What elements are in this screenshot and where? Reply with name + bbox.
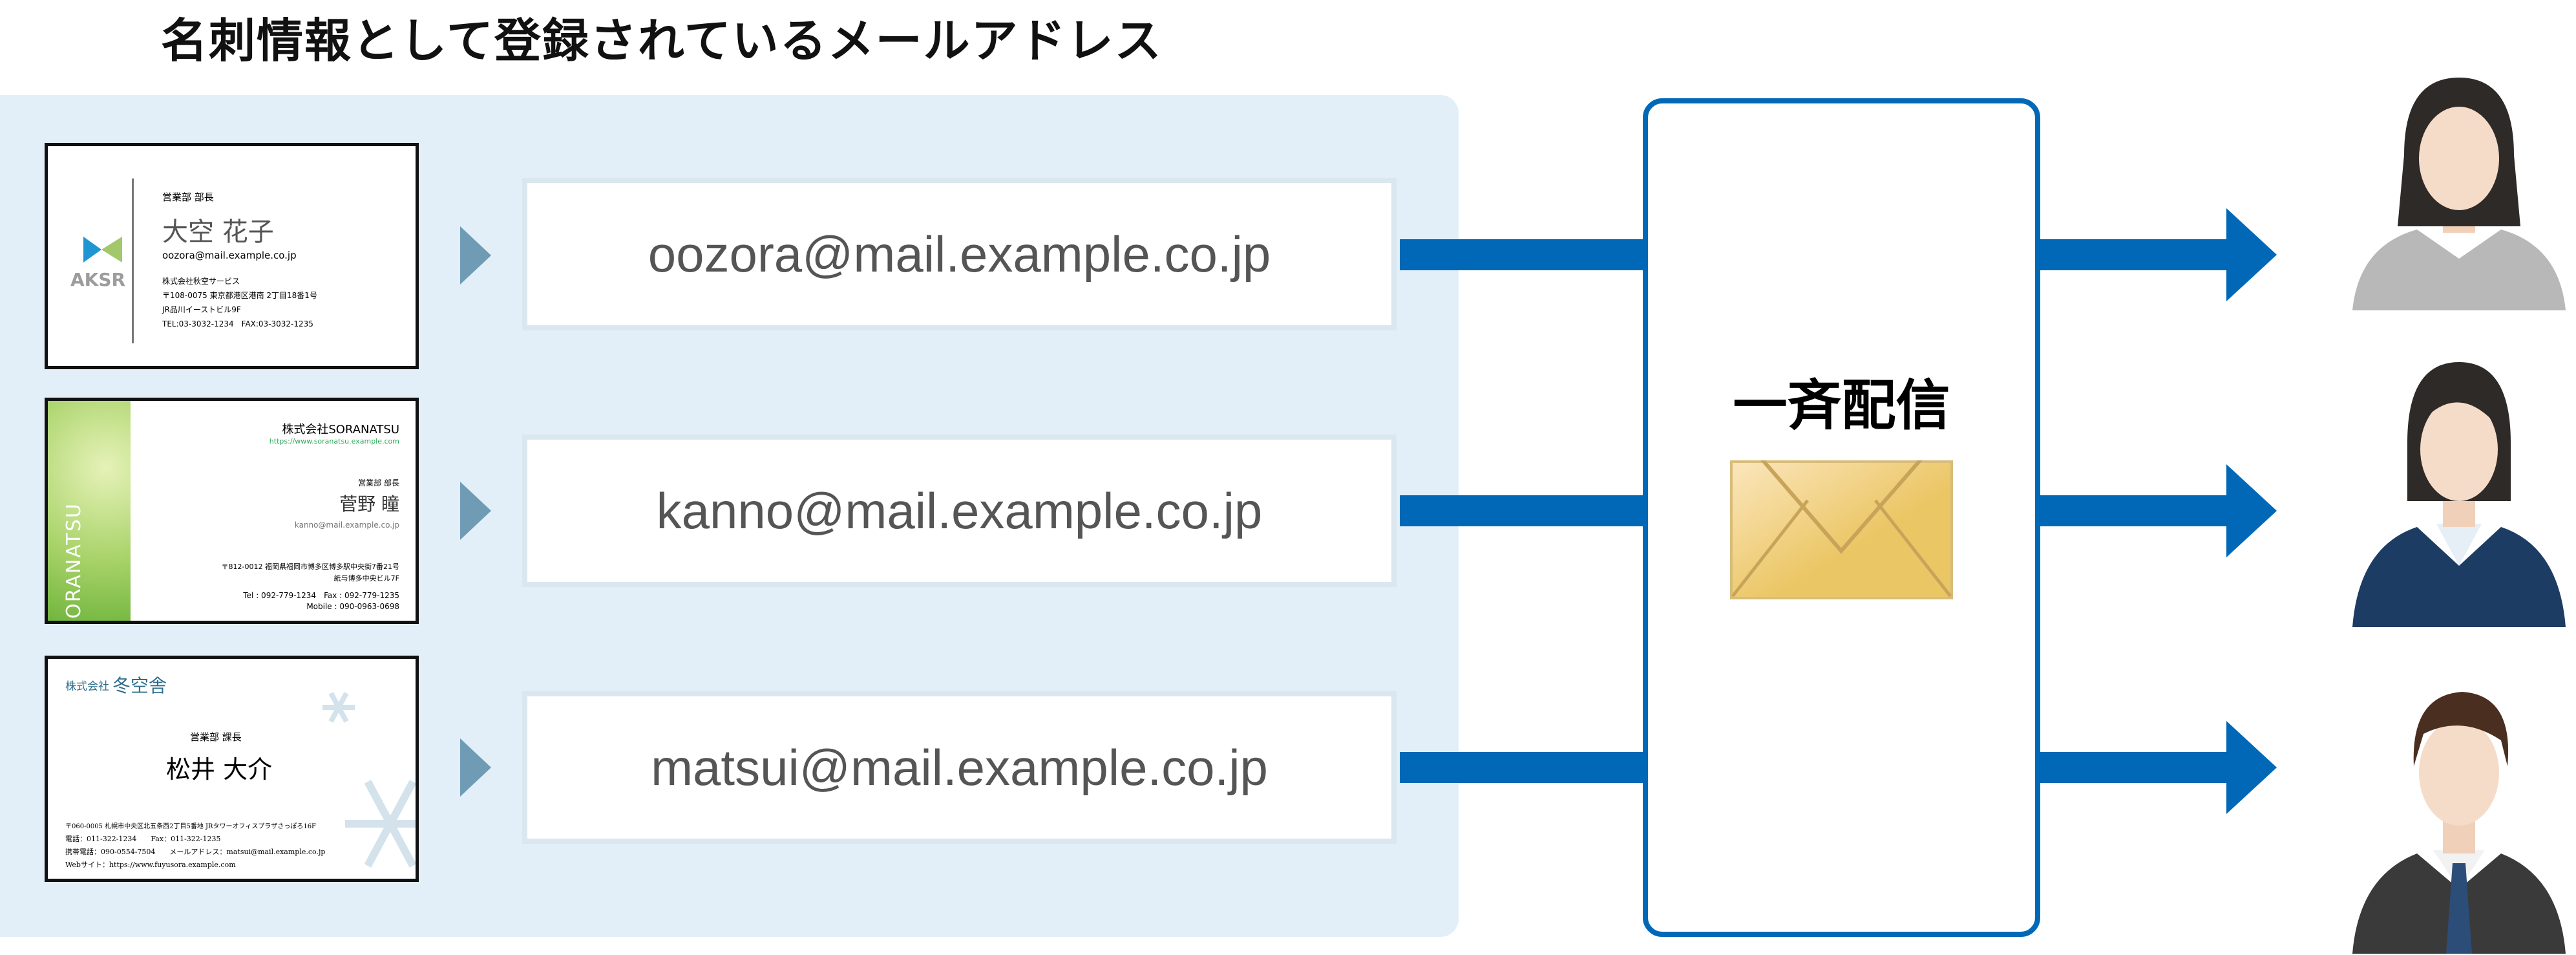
email-box-oozora: oozora@mail.example.co.jp [522,178,1397,330]
recipient-woman-avatar-icon [2352,78,2566,310]
card-logo-text: AKSR [70,269,126,290]
card-dept: 営業部 部長 [358,478,399,488]
triangle-arrow-icon [460,482,491,540]
card-address2: 紙与博多中央ビル7F [333,574,399,583]
card-mobile: Mobile : 090-0963-0698 [306,602,399,611]
card-company: 冬空舎 [112,675,167,696]
business-card-oozora: AKSR 営業部 部長 大空 花子 oozora@mail.example.co… [45,143,419,369]
card-company-prefix: 株式会社 [65,680,109,693]
arrow-right-icon [2226,721,2277,814]
triangle-arrow-icon [460,738,491,797]
card-dept: 営業部 部長 [162,191,214,203]
triangle-arrow-icon [460,226,491,284]
email-box-matsui: matsui@mail.example.co.jp [522,691,1397,844]
card-address: 〒060-0005 札幌市中央区北五条西2丁目5番地 JRタワーオフィスプラザさ… [65,823,316,830]
recipient-woman-suit-avatar-icon [2352,362,2566,627]
arrow-shaft [2040,239,2228,270]
diagram-title: 名刺情報として登録されているメールアドレス [161,14,1163,68]
arrow-right-icon [2226,208,2277,301]
card-dept: 営業部 課長 [190,731,242,743]
connector-bar [1400,752,1645,783]
recipient-man-avatar-icon [2352,692,2566,954]
business-card-matsui: 株式会社 冬空舎 営業部 課長 松井 大介 〒060-0005 札幌市中央区北五… [45,656,419,882]
bowtie-logo-icon [83,237,122,263]
card-web: Webサイト：https://www.fuyusora.example.com [65,861,236,869]
arrow-shaft [2040,752,2228,783]
email-box-kanno: kanno@mail.example.co.jp [522,435,1397,587]
envelope-icon [1730,460,1953,599]
divider [132,178,134,343]
card-name: 菅野 瞳 [339,493,399,515]
business-card-kanno: SORANATSU 株式会社SORANATSU https://www.sora… [45,398,419,624]
arrow-shaft [2040,495,2228,526]
card-address2: JR品川イーストビル9F [162,305,241,314]
card-url[interactable]: https://www.soranatsu.example.com [269,437,399,445]
card-mobile: 携帯電話：090-0554-7504 メールアドレス：matsui@mail.e… [65,848,326,856]
card-side-text: SORANATSU [62,502,85,624]
card-address: 〒108-0075 東京都港区港南 2丁目18番1号 [162,291,317,300]
card-phone: 電話：011-322-1234 Fax：011-322-1235 [65,835,221,843]
card-email: oozora@mail.example.co.jp [162,250,297,261]
leaf-photo [48,401,131,621]
bulk-delivery-label: 一斉配信 [1733,374,1950,437]
card-company: 株式会社秋空サービス [162,277,240,286]
card-phone: Tel : 092-779-1234 Fax : 092-779-1235 [243,591,399,600]
connector-bar [1400,495,1645,526]
arrow-right-icon [2226,464,2277,557]
card-name: 大空 花子 [162,217,274,247]
card-company: 株式会社SORANATSU [282,423,399,436]
card-email: kanno@mail.example.co.jp [294,520,399,530]
snowflake-icon [322,692,416,868]
card-address: 〒812-0012 福岡県福岡市博多区博多駅中央街7番21号 [221,563,399,571]
connector-bar [1400,239,1645,270]
card-phone: TEL:03-3032-1234 FAX:03-3032-1235 [162,319,313,328]
card-name: 松井 大介 [166,755,273,784]
